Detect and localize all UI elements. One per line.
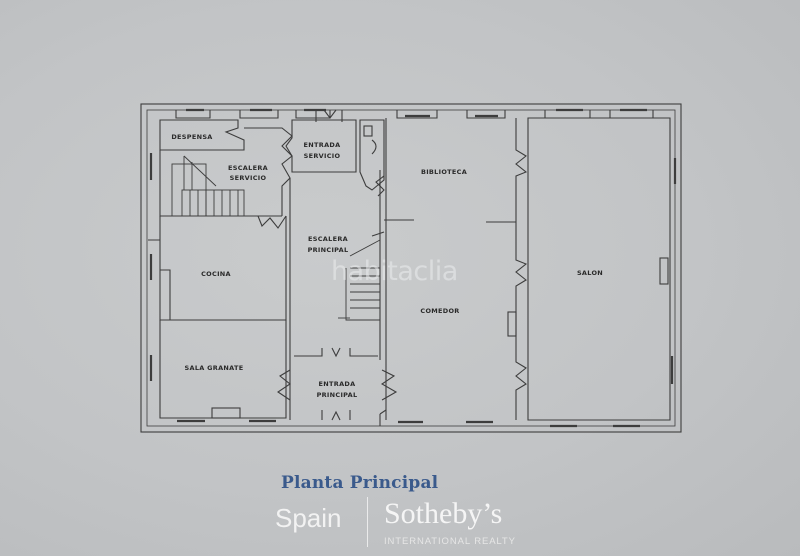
windows [149,108,677,428]
room-label-comedor: COMEDOR [420,307,459,315]
room-label-entrada-principal: ENTRADA [319,380,356,388]
room-label-escalera-servicio: ESCALERA [228,164,268,172]
brand-name: Sotheby’s [384,497,503,530]
room-label-cocina: COCINA [201,270,231,278]
room-label-escalera-principal-2: PRINCIPAL [308,246,349,254]
room-label-salon: SALON [577,269,603,277]
room-label-entrada-servicio-2: SERVICIO [304,152,341,160]
room-label-escalera-servicio-2: SERVICIO [230,174,267,182]
room-label-biblioteca: BIBLIOTECA [421,168,467,176]
walls [140,103,682,433]
main-stairs [338,239,381,321]
plan-title: Planta Principal [281,473,439,493]
room-label-sala-granate: SALA GRANATE [185,364,244,372]
room-label-escalera-principal: ESCALERA [308,235,348,243]
brand-logo: Spain Sotheby’s INTERNATIONAL REALTY [270,495,540,551]
brand-divider [367,497,368,547]
service-stairs [171,155,245,217]
brand-region: Spain [275,503,342,533]
watermark: habitaclia [331,256,458,287]
room-labels: DESPENSA ESCALERA SERVICIO ENTRADA SERVI… [171,133,603,399]
room-label-entrada-servicio: ENTRADA [304,141,341,149]
room-label-entrada-principal-2: PRINCIPAL [317,391,358,399]
brand-subtitle: INTERNATIONAL REALTY [384,536,516,547]
room-label-despensa: DESPENSA [171,133,212,141]
